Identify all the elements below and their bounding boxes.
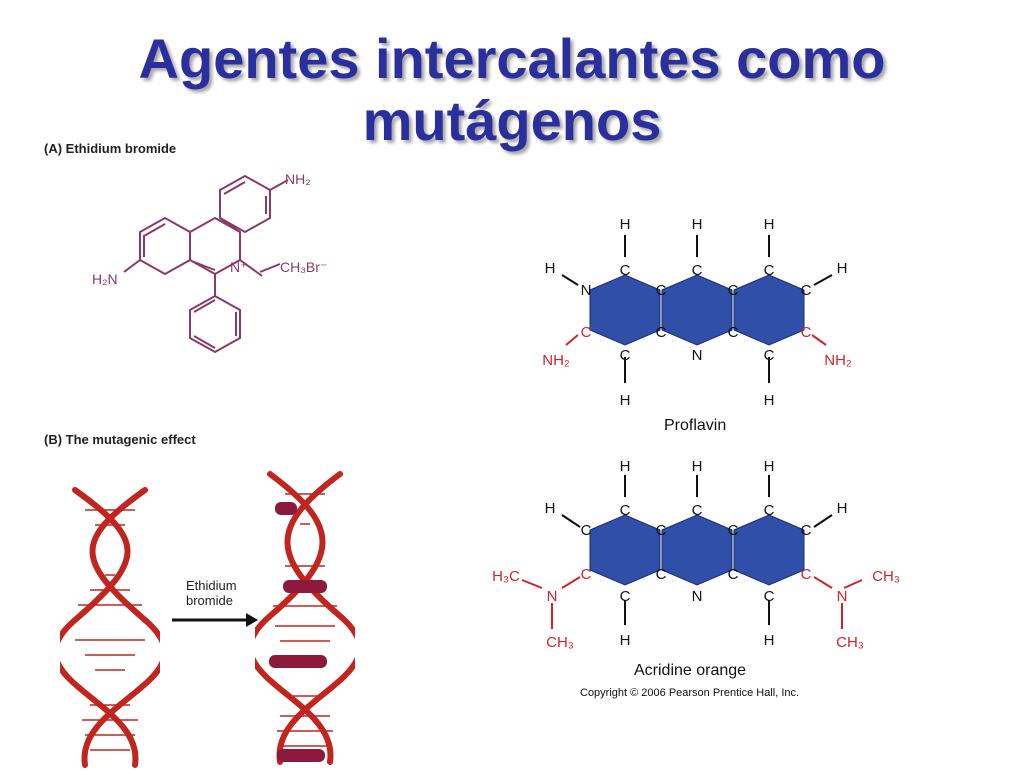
svg-text:H: H xyxy=(764,392,775,409)
svg-text:C: C xyxy=(764,588,775,605)
intercalator-2 xyxy=(283,580,327,593)
svg-text:NH₂: NH₂ xyxy=(824,352,852,369)
arrow-icon xyxy=(172,613,258,627)
svg-text:NH₂: NH₂ xyxy=(542,352,570,369)
svg-text:H: H xyxy=(545,260,556,277)
svg-text:C: C xyxy=(692,502,703,519)
arrow-label-line1: Ethidium xyxy=(186,578,237,593)
intercalated-molecules xyxy=(269,502,327,762)
svg-text:C: C xyxy=(728,522,739,539)
svg-text:H: H xyxy=(620,216,631,233)
copyright-notice: Copyright © 2006 Pearson Prentice Hall, … xyxy=(580,687,800,699)
svg-text:H: H xyxy=(620,392,631,409)
svg-text:C: C xyxy=(620,502,631,519)
ethidium-nh2-right: NH₂ xyxy=(285,171,311,187)
svg-text:N: N xyxy=(837,588,848,605)
proflavin-ring-3 xyxy=(733,274,805,346)
acridine-ring-2 xyxy=(661,514,733,586)
acridine-ch3-left-bottom: CH₃ xyxy=(546,634,574,651)
title-line-2: mutágenos xyxy=(362,89,662,152)
acridine-orange-caption: Acridine orange xyxy=(634,662,747,679)
acridine-ring-3 xyxy=(733,514,805,586)
arrow-label-line2: bromide xyxy=(186,593,233,608)
panel-a-label: (A) Ethidium bromide xyxy=(44,141,177,156)
acridine-ch3-right-top: CH₃ xyxy=(872,568,900,585)
ethidium-h2n-left: H₂N xyxy=(92,271,118,287)
ethidium-ch3br: CH₃Br⁻ xyxy=(280,259,327,275)
base-pairs-left xyxy=(75,509,145,751)
intercalator-4 xyxy=(277,749,325,762)
arrow-label: Ethidium bromide xyxy=(186,578,237,608)
svg-text:H: H xyxy=(692,216,703,233)
ethidium-bromide-structure: NH₂ H₂N N⁺ CH₃Br⁻ xyxy=(92,171,327,354)
svg-text:C: C xyxy=(801,324,812,341)
svg-text:H: H xyxy=(620,458,631,475)
svg-text:C: C xyxy=(801,566,812,583)
svg-text:C: C xyxy=(656,566,667,583)
svg-text:N: N xyxy=(547,588,558,605)
dna-helix-left xyxy=(60,487,160,768)
svg-text:C: C xyxy=(581,566,592,583)
proflavin-structure: H H H H H C C C N C C C C C C N C H H C C NH₂ NH₂ xyxy=(542,216,852,409)
svg-text:H: H xyxy=(545,500,556,517)
dna-helix-right xyxy=(255,471,355,765)
svg-text:C: C xyxy=(620,262,631,279)
acridine-h3c: H₃C xyxy=(492,568,520,585)
svg-text:C: C xyxy=(764,502,775,519)
ring-phenyl xyxy=(189,294,241,354)
svg-text:C: C xyxy=(801,282,812,299)
svg-text:H: H xyxy=(764,458,775,475)
svg-text:C: C xyxy=(728,282,739,299)
svg-text:C: C xyxy=(728,324,739,341)
svg-text:C: C xyxy=(801,522,812,539)
ethidium-n-plus: N⁺ xyxy=(230,259,248,275)
svg-text:C: C xyxy=(656,324,667,341)
proflavin-ring-2 xyxy=(661,274,733,346)
svg-text:C: C xyxy=(581,324,592,341)
acridine-ch3-right-bottom: CH₃ xyxy=(836,634,864,651)
proflavin-ring-1 xyxy=(589,274,661,346)
svg-text:N: N xyxy=(692,588,703,605)
svg-text:C: C xyxy=(620,588,631,605)
svg-text:C: C xyxy=(656,522,667,539)
proflavin-caption: Proflavin xyxy=(664,417,727,434)
svg-text:C: C xyxy=(764,262,775,279)
svg-text:H: H xyxy=(764,632,775,649)
svg-text:C: C xyxy=(656,282,667,299)
svg-text:H: H xyxy=(620,632,631,649)
intercalator-3 xyxy=(269,655,327,668)
svg-text:C: C xyxy=(764,347,775,364)
slide-title: Agentes intercalantes como mutágenos xyxy=(0,28,1024,152)
svg-text:C: C xyxy=(581,522,592,539)
panel-b-label: (B) The mutagenic effect xyxy=(44,432,196,447)
svg-text:N: N xyxy=(692,347,703,364)
svg-text:C: C xyxy=(620,347,631,364)
acridine-ring-1 xyxy=(589,514,661,586)
svg-text:C: C xyxy=(692,262,703,279)
svg-text:H: H xyxy=(692,458,703,475)
svg-text:H: H xyxy=(837,500,848,517)
svg-text:H: H xyxy=(764,216,775,233)
intercalator-1 xyxy=(275,502,297,515)
svg-text:H: H xyxy=(837,260,848,277)
svg-text:C: C xyxy=(728,566,739,583)
title-line-1: Agentes intercalantes como xyxy=(138,27,886,90)
svg-text:N: N xyxy=(581,282,592,299)
ring-left xyxy=(139,216,191,276)
